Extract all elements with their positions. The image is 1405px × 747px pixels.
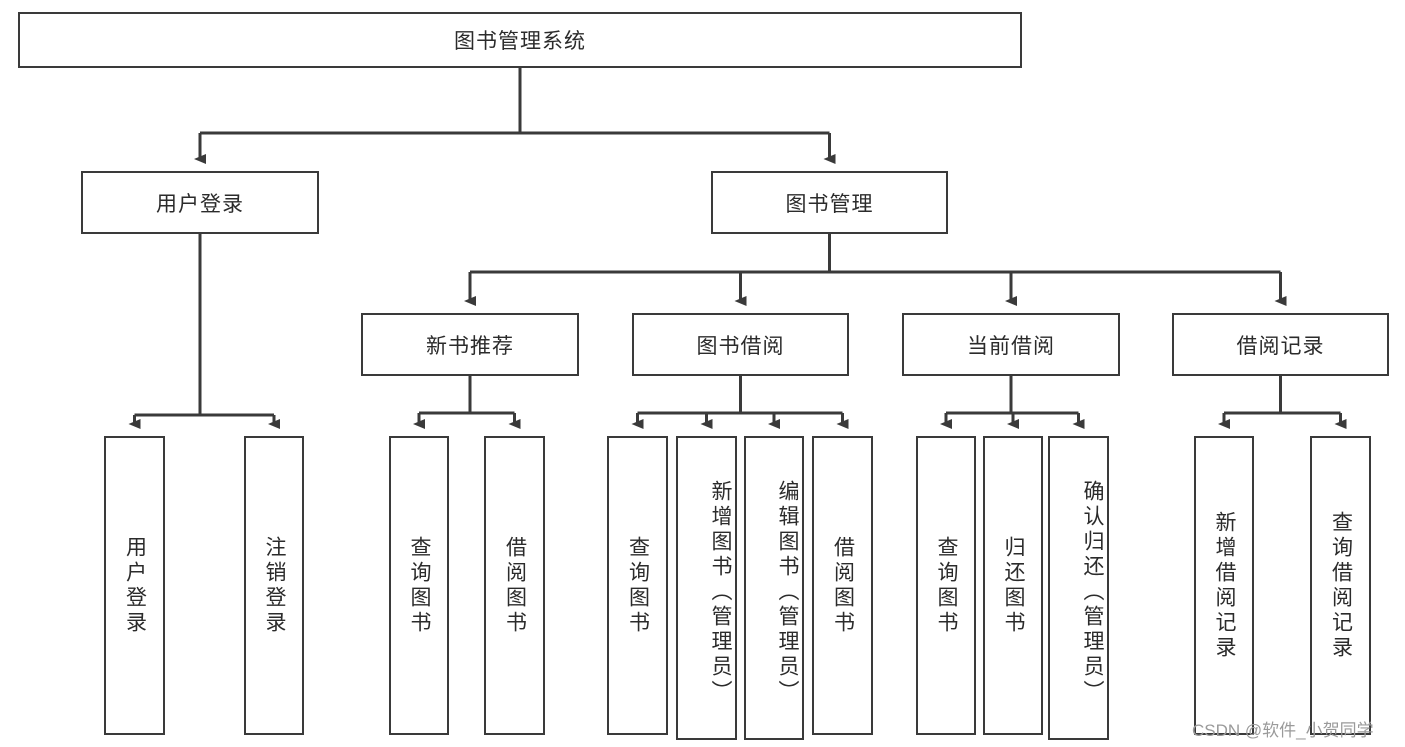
node-label: 新书推荐 — [426, 334, 514, 358]
node-label: 查询借阅记录 — [1329, 510, 1353, 661]
node-label: 归还图书 — [1002, 535, 1025, 636]
node-new-book-rec[interactable]: 新书推荐 — [361, 313, 579, 376]
node-leaf-user-logout[interactable]: 注销登录 — [244, 436, 304, 735]
node-book-borrow[interactable]: 图书借阅 — [632, 313, 849, 376]
node-leaf-query-book-rec[interactable]: 查询图书 — [389, 436, 449, 735]
node-leaf-add-borrow-record[interactable]: 新增借阅记录 — [1194, 436, 1254, 735]
node-label: 借阅图书 — [503, 535, 527, 636]
node-label: 新增借阅记录 — [1213, 510, 1236, 661]
node-leaf-user-login[interactable]: 用户登录 — [104, 436, 165, 735]
node-user-login[interactable]: 用户登录 — [81, 171, 319, 234]
node-label: 查询图书 — [408, 535, 431, 636]
node-label: 用户登录 — [123, 535, 147, 636]
node-label: 编辑图书（管理员） — [776, 479, 799, 705]
node-leaf-query-borrow-record[interactable]: 查询借阅记录 — [1310, 436, 1371, 735]
node-book-manage[interactable]: 图书管理 — [711, 171, 948, 234]
node-label: 图书管理 — [785, 192, 874, 216]
node-leaf-query-book-current[interactable]: 查询图书 — [916, 436, 976, 735]
node-label: 图书管理系统 — [454, 30, 586, 53]
node-leaf-borrow-book[interactable]: 借阅图书 — [812, 436, 873, 735]
node-leaf-edit-book-admin[interactable]: 编辑图书（管理员） — [744, 436, 804, 740]
node-label: 用户登录 — [156, 192, 244, 216]
node-label: 注销登录 — [263, 535, 286, 636]
node-label: 查询图书 — [626, 535, 650, 636]
node-label: 新增图书（管理员） — [709, 479, 732, 705]
node-label: 借阅图书 — [831, 535, 855, 636]
node-leaf-query-book-borrow[interactable]: 查询图书 — [607, 436, 668, 735]
node-label: 图书借阅 — [696, 334, 785, 358]
node-root-root[interactable]: 图书管理系统 — [18, 12, 1022, 68]
node-leaf-return-book[interactable]: 归还图书 — [983, 436, 1043, 735]
node-current-borrow[interactable]: 当前借阅 — [902, 313, 1120, 376]
node-label: 借阅记录 — [1236, 334, 1325, 358]
node-leaf-borrow-book-rec[interactable]: 借阅图书 — [484, 436, 545, 735]
node-leaf-confirm-return-admin[interactable]: 确认归还（管理员） — [1048, 436, 1109, 740]
node-label: 确认归还（管理员） — [1081, 479, 1104, 705]
csdn-watermark: CSDN @软件_小贺同学 — [1192, 721, 1374, 740]
node-leaf-add-book-admin[interactable]: 新增图书（管理员） — [676, 436, 737, 740]
node-borrow-record[interactable]: 借阅记录 — [1172, 313, 1389, 376]
node-label: 当前借阅 — [967, 334, 1055, 358]
node-label: 查询图书 — [935, 535, 958, 636]
